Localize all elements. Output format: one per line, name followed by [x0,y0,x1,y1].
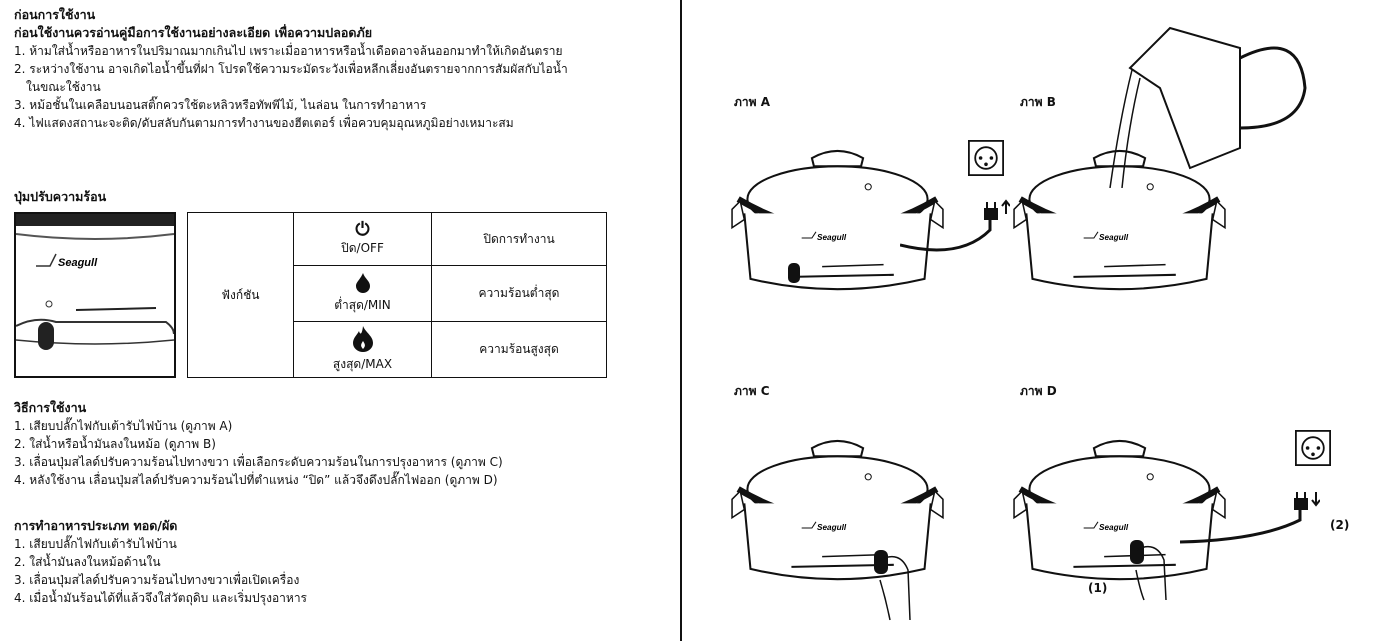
list-item: 3. หม้อชั้นในเคลือบนอนสติ๊กควรใช้ตะหลิวห… [14,98,427,112]
control-panel-photo: Seagull [14,212,176,378]
desc-off: ปิดการทำงาน [431,212,607,266]
figure-a-pot [730,135,945,300]
before-use-title: ก่อนการใช้งาน [14,7,96,22]
unplug-cord-icon [1180,492,1320,544]
list-item: 1. เสียบปลั๊กไฟกับเต้ารับไฟบ้าน (ดูภาพ A… [14,419,233,433]
desc-max: ความร้อนสูงสุด [431,321,607,378]
column-divider [680,0,682,641]
list-item: 2. ใส่น้ำหรือน้ำมันลงในหม้อ (ดูภาพ B) [14,437,216,451]
figure-d-label: ภาพ D [1020,384,1057,398]
setting-min: ต่ำสุด/MIN [334,297,391,312]
power-icon: ⏻ [355,218,370,240]
flame-small-icon [355,272,370,293]
brand-logo: Seagull [58,257,98,269]
list-item: 2. ใส่น้ำมันลงในหม้อด้านใน [14,555,161,569]
list-item: 4. เมื่อน้ำมันร้อนได้ที่แล้วจึงใส่วัตถุด… [14,591,308,605]
function-table: ฟังก์ชัน ⏻ปิด/OFF ปิดการทำงาน ต่ำสุด/MIN… [187,212,607,378]
hand-icon [1130,540,1167,601]
flame-large-icon [352,325,373,352]
list-item: 1. ห้ามใส่น้ำหรืออาหารในปริมาณมากเกินไป … [14,44,563,58]
outlet-icon [968,140,1004,176]
figure-b-label: ภาพ B [1020,95,1056,109]
list-item: 3. เลื่อนปุ่มสไลด์ปรับความร้อนไปทางขวา เ… [14,455,503,469]
list-item: 1. เสียบปลั๊กไฟกับเต้ารับไฟบ้าน [14,537,177,551]
heat-knob-title: ปุ่มปรับความร้อน [14,189,107,204]
how-to-use-title: วิธีการใช้งาน [14,400,87,415]
function-label: ฟังก์ชัน [187,212,294,378]
list-item: 2. ระหว่างใช้งาน อาจเกิดไอน้ำขึ้นที่ฝา โ… [14,62,568,76]
plug-cord-icon [900,199,1010,252]
slider-knob [38,322,54,350]
figure-c-label: ภาพ C [734,384,770,398]
before-use-subtitle: ก่อนใช้งานควรอ่านคู่มือการใช้งานอย่างละเ… [14,25,373,40]
outlet-icon [1295,430,1331,466]
list-item: 4. หลังใช้งาน เลื่อนปุ่มสไลด์ปรับความร้อ… [14,473,498,487]
step-1-label: (1) [1088,581,1108,595]
list-item: 4. ไฟแสดงสถานะจะติด/ดับสลับกันตามการทำงา… [14,116,514,130]
water-jug-icon [1109,26,1307,188]
figure-a-label: ภาพ A [734,95,771,109]
desc-min: ความร้อนต่ำสุด [431,265,607,322]
list-item: 3. เลื่อนปุ่มสไลด์ปรับความร้อนไปทางขวาเพ… [14,573,300,587]
setting-max: สูงสุด/MAX [332,356,393,371]
hand-icon [874,550,911,621]
step-2-label: (2) [1330,518,1350,532]
frying-title: การทำอาหารประเภท ทอด/ผัด [14,518,178,533]
list-item: ในขณะใช้งาน [26,80,101,94]
setting-off: ปิด/OFF [341,240,384,255]
